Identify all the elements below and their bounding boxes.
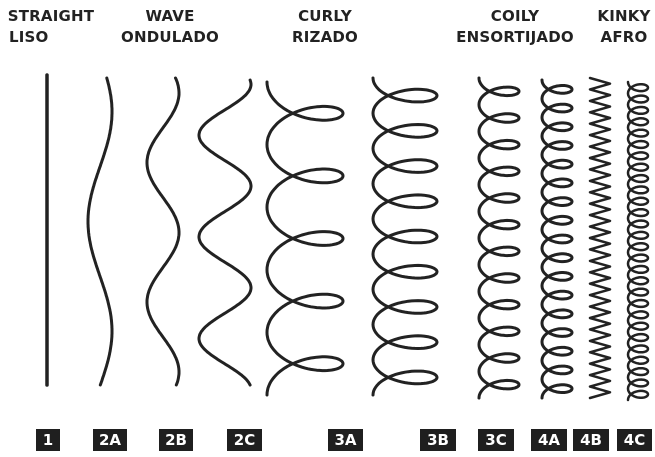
type-badge-2c: 2C <box>227 429 262 451</box>
type-badge-3c: 3C <box>478 429 514 451</box>
type-badge-4c: 4C <box>617 429 652 451</box>
type-badge-2a: 2A <box>93 429 127 451</box>
strand-3c <box>479 78 519 398</box>
type-badge-2b: 2B <box>159 429 193 451</box>
strand-2a <box>88 78 112 385</box>
strand-4b <box>590 78 610 398</box>
strand-2c <box>199 80 251 385</box>
strand-4a <box>542 80 572 398</box>
strand-3b <box>373 78 437 395</box>
type-badge-3b: 3B <box>420 429 456 451</box>
strand-4c <box>628 82 648 400</box>
type-badge-3a: 3A <box>328 429 363 451</box>
type-badge-4a: 4A <box>531 429 567 451</box>
type-badge-4b: 4B <box>573 429 609 451</box>
strand-2b <box>147 78 179 385</box>
type-badge-1: 1 <box>36 429 60 451</box>
strand-3a <box>267 82 343 395</box>
